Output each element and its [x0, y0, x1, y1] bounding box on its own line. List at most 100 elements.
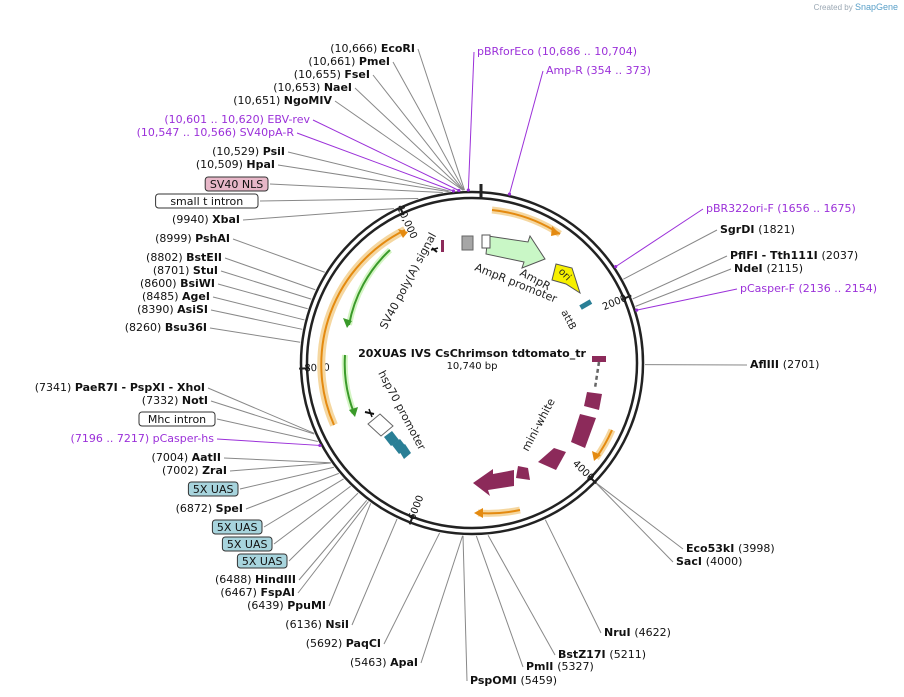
- enzyme-label-text: (6136) NsiI: [285, 618, 349, 631]
- site-label-sgrdi[interactable]: SgrDI (1821): [720, 223, 795, 236]
- enzyme-label-text: PspOMI (5459): [470, 674, 557, 687]
- green-arc-outer-core: [348, 249, 391, 326]
- site-label-pshai[interactable]: (8999) PshAI: [155, 232, 230, 245]
- leader-line: [296, 132, 454, 192]
- site-label-pcasper-hs[interactable]: (7196 .. 7217) pCasper-hs: [71, 432, 215, 445]
- grey-feature: [461, 235, 474, 251]
- site-label-nsii[interactable]: (6136) NsiI: [285, 618, 349, 631]
- enzyme-label-text: (8701) StuI: [153, 264, 218, 277]
- leader-line: [263, 478, 344, 528]
- enzyme-label-text: (10,655) FseI: [294, 68, 370, 81]
- feature-label-box: [187, 481, 239, 497]
- enzyme-label-text: SacI (4000): [676, 555, 742, 568]
- hsp70-label: hsp70 promoter: [375, 368, 428, 452]
- site-label-pspomi[interactable]: PspOMI (5459): [470, 674, 557, 687]
- site-label-xbai[interactable]: (9940) XbaI: [172, 213, 240, 226]
- feature-label-box: [211, 519, 263, 535]
- mini-white-exon-4: [538, 448, 566, 470]
- site-label-fspai[interactable]: (6467) FspAI: [220, 586, 295, 599]
- enzyme-label-text: (10,666) EcoRI: [330, 42, 415, 55]
- site-label-5x-uas[interactable]: 5X UAS: [211, 519, 263, 535]
- site-label-noti[interactable]: (7332) NotI: [142, 394, 208, 407]
- enzyme-label-text: NruI (4622): [604, 626, 671, 639]
- site-label-ppumi[interactable]: (6439) PpuMI: [247, 599, 326, 612]
- feature-label-text: 5X UAS: [227, 538, 268, 551]
- site-label-ebv-rev[interactable]: (10,601 .. 10,620) EBV-rev: [164, 113, 310, 126]
- leader-line: [209, 327, 301, 343]
- site-label-hindiii[interactable]: (6488) HindIII: [215, 573, 296, 586]
- leader-line: [277, 164, 449, 193]
- site-label-bstz17i[interactable]: BstZ17I (5211): [558, 648, 646, 661]
- enzyme-label-text: (5692) PaqCI: [306, 637, 381, 650]
- enzyme-label-text: SgrDI (1821): [720, 223, 795, 236]
- enzyme-label-text: (6488) HindIII: [215, 573, 296, 586]
- site-label-pmli[interactable]: PmlI (5327): [526, 660, 594, 673]
- enzyme-label-text: (8600) BsiWI: [140, 277, 215, 290]
- site-label-amp-r[interactable]: Amp-R (354 .. 373): [546, 64, 651, 77]
- leader-line: [372, 74, 464, 191]
- tick-mark: [398, 205, 405, 216]
- leader-line: [216, 438, 320, 446]
- leader-line: [334, 100, 464, 191]
- site-label-bsteii[interactable]: (8802) BstEII: [146, 251, 222, 264]
- site-label-nrui[interactable]: NruI (4622): [604, 626, 671, 639]
- site-label-pmei[interactable]: (10,661) PmeI: [308, 55, 390, 68]
- site-label-ngomiv[interactable]: (10,651) NgoMIV: [233, 94, 332, 107]
- site-label-5x-uas[interactable]: 5X UAS: [236, 553, 288, 569]
- leader-line: [354, 87, 464, 191]
- site-label-fsei[interactable]: (10,655) FseI: [294, 68, 370, 81]
- site-label-sv40pa-r[interactable]: (10,547 .. 10,566) SV40pA-R: [137, 126, 295, 139]
- orf-arrowhead-left: [398, 229, 408, 238]
- mini-white-exon-6: [473, 469, 514, 496]
- tick-label: 6000: [407, 494, 426, 522]
- leader-line: [220, 270, 312, 300]
- leader-line: [615, 208, 704, 268]
- leader-line: [297, 501, 369, 594]
- site-label-ecori[interactable]: (10,666) EcoRI: [330, 42, 415, 55]
- site-label-psii[interactable]: (10,529) PsiI: [212, 145, 285, 158]
- site-label-bsu36i[interactable]: (8260) Bsu36I: [125, 321, 207, 334]
- site-label-5x-uas[interactable]: 5X UAS: [221, 536, 273, 552]
- hsp70-arrow: [367, 413, 394, 437]
- site-label-stui[interactable]: (8701) StuI: [153, 264, 218, 277]
- enzyme-label-text: (10,653) NaeI: [273, 81, 352, 94]
- site-label-bsiwi[interactable]: (8600) BsiWI: [140, 277, 215, 290]
- leader-line: [417, 48, 465, 191]
- site-label-pbr322ori-f[interactable]: pBR322ori-F (1656 .. 1675): [706, 202, 856, 215]
- leader-line: [273, 485, 351, 545]
- leader-line: [462, 535, 468, 682]
- site-label-naei[interactable]: (10,653) NaeI: [273, 81, 352, 94]
- site-label-zrai[interactable]: (7002) ZraI: [162, 464, 227, 477]
- site-label-paer7i-pspxi-xhoi[interactable]: (7341) PaeR7I - PspXI - XhoI: [35, 381, 205, 394]
- site-label-apai[interactable]: (5463) ApaI: [350, 656, 418, 669]
- mini-white-exon-5: [516, 466, 530, 480]
- tick-mark: [588, 475, 597, 485]
- terminator-bar-hsp: [368, 408, 373, 418]
- leader-line: [232, 238, 325, 273]
- ampr-promoter-box: [481, 234, 491, 249]
- site-label-mhc-intron[interactable]: Mhc intron: [138, 411, 216, 427]
- enzyme-label-text: PflFI - Tth111I (2037): [730, 249, 858, 262]
- enzyme-label-text: BstZ17I (5211): [558, 648, 646, 661]
- site-label-pcasper-f[interactable]: pCasper-F (2136 .. 2154): [740, 282, 877, 295]
- site-label-asisi[interactable]: (8390) AsiSI: [137, 303, 208, 316]
- site-label-hpai[interactable]: (10,509) HpaI: [196, 158, 275, 171]
- site-label-sv40-nls[interactable]: SV40 NLS: [204, 176, 269, 192]
- mini-white-exon-3: [571, 414, 596, 448]
- leader-line: [632, 255, 728, 300]
- site-label-agei[interactable]: (8485) AgeI: [142, 290, 210, 303]
- site-label-pbrforeco[interactable]: pBRforEco (10,686 .. 10,704): [477, 45, 637, 58]
- primer-label-text: (7196 .. 7217) pCasper-hs: [71, 432, 215, 445]
- site-label-pflfi-tth111i[interactable]: PflFI - Tth111I (2037): [730, 249, 858, 262]
- leader-line: [269, 183, 443, 193]
- site-label-afliii[interactable]: AflIII (2701): [750, 358, 819, 371]
- site-label-aatii[interactable]: (7004) AatII: [152, 451, 221, 464]
- site-label-small-t-intron[interactable]: small t intron: [155, 193, 259, 209]
- site-label-spei[interactable]: (6872) SpeI: [176, 502, 243, 515]
- site-label-eco53ki[interactable]: Eco53kI (3998): [686, 542, 775, 555]
- site-label-saci[interactable]: SacI (4000): [676, 555, 742, 568]
- site-label-5x-uas[interactable]: 5X UAS: [187, 481, 239, 497]
- site-label-paqci[interactable]: (5692) PaqCI: [306, 637, 381, 650]
- site-label-ndei[interactable]: NdeI (2115): [734, 262, 803, 275]
